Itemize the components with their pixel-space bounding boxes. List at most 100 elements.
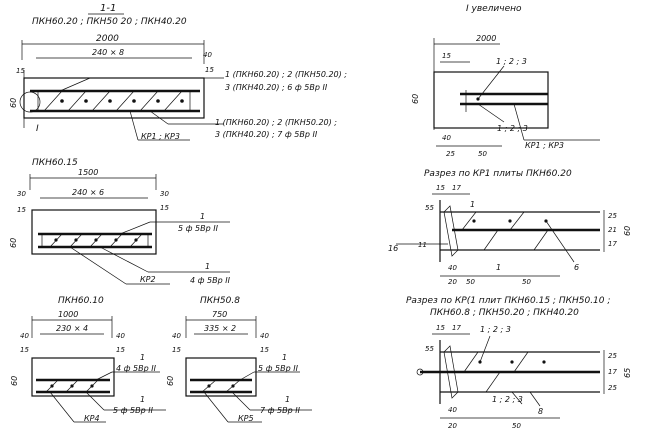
slab-b-title: ПКН60.15	[32, 158, 78, 168]
section-f-20: 20	[448, 278, 457, 286]
slab-b-total: 1500	[78, 168, 98, 177]
detail-60: 60	[411, 94, 420, 104]
detail-circle	[19, 91, 41, 113]
detail-title: I увеличено	[466, 4, 522, 14]
section-g-title-1: Разрез по КР(1 плит ПКН60.15 ; ПКН50.10 …	[406, 296, 610, 306]
slab-d-title: ПКН50.8	[200, 296, 240, 306]
section-g-50: 50	[512, 422, 521, 430]
slab-c-15-right: 15	[116, 346, 125, 354]
dim-total-2000: 2000	[96, 34, 119, 44]
dim-pitch: 240 × 8	[92, 48, 124, 57]
slab-b-30-right: 30	[160, 190, 169, 198]
section-g-17: 17	[452, 324, 461, 332]
slab-c-mark1: 1	[140, 353, 145, 362]
section-f-17: 17	[452, 184, 461, 192]
section-f-55: 55	[425, 204, 434, 212]
slab-d-40-left: 40	[172, 332, 181, 340]
section-f-50a: 50	[466, 278, 475, 286]
slab-c-total: 1000	[58, 310, 78, 319]
slab-c-pitch: 230 × 4	[56, 324, 88, 333]
section-f-15: 15	[436, 184, 445, 192]
section-g-40: 40	[448, 406, 457, 414]
section-subtitle: ПКН60.20 ; ПКН50 20 ; ПКН40.20	[32, 17, 187, 27]
slab-d-spec2: 7 ф 5Вр II	[260, 406, 301, 415]
slab-b-kr2: КР2	[140, 275, 156, 284]
detail-marker-i: I	[36, 124, 39, 134]
section-f-25: 25	[608, 212, 617, 220]
section-f-1-top: 1	[470, 200, 475, 209]
detail-25: 25	[446, 150, 455, 158]
slab-b-60: 60	[9, 238, 18, 248]
slab-pkn50-8: ПКН50.8 750 335 × 2 40 40 15 15 60 1 5 ф…	[166, 296, 312, 423]
section-f-50b: 50	[522, 278, 531, 286]
section-f-16: 16	[388, 244, 398, 253]
slab-d-40-right: 40	[260, 332, 269, 340]
detail-123-top: 1 ; 2 ; 3	[496, 57, 527, 66]
dim-15-right: 15	[205, 66, 214, 74]
section-g-20: 20	[448, 422, 457, 430]
slab-c-kr4: КР4	[84, 414, 100, 423]
section-f-21: 21	[608, 226, 617, 234]
slab-c-40-left: 40	[20, 332, 29, 340]
slab-d-spec1: 5 ф 5Вр II	[258, 364, 299, 373]
section-f-60: 60	[623, 226, 632, 236]
label-top-line2: 3 (ПКН40.20) ; 6 ф 5Вр II	[225, 83, 328, 92]
label-bottom-line1: 1 (ПКН60.20) ; 2 (ПКН50.20) ;	[215, 118, 337, 127]
slab-c-spec2: 5 ф 5Вр II	[113, 406, 154, 415]
section-1-1: 1-1 ПКН60.20 ; ПКН50 20 ; ПКН40.20 2000 …	[9, 3, 347, 141]
slab-c-60: 60	[10, 376, 19, 386]
section-f-11: 11	[418, 241, 427, 249]
section-g-15: 15	[436, 324, 445, 332]
section-f-6: 6	[574, 263, 579, 272]
slab-c-15-left: 15	[20, 346, 29, 354]
section-g-17r: 17	[608, 368, 617, 376]
detail-kr1-kr3: КР1 ; КР3	[525, 141, 564, 150]
slab-b-spec2: 4 ф 5Вр II	[190, 276, 231, 285]
slab-d-mark2: 1	[285, 395, 290, 404]
slab-c-mark2: 1	[140, 395, 145, 404]
slab-d-60: 60	[166, 376, 175, 386]
section-g-25-top: 25	[608, 352, 617, 360]
label-bottom-line2: 3 (ПКН40.20) ; 7 ф 5Вр II	[215, 130, 318, 139]
section-f-1-bottom: 1	[496, 263, 501, 272]
section-kr-other-slabs: Разрез по КР(1 плит ПКН60.15 ; ПКН50.10 …	[406, 296, 632, 430]
section-g-123-bottom: 1 ; 2 ; 3	[492, 395, 523, 404]
detail-2000: 2000	[476, 34, 496, 43]
dim-60: 60	[9, 98, 18, 108]
slab-d-pitch: 335 × 2	[204, 324, 236, 333]
slab-b-15-right: 15	[160, 204, 169, 212]
section-g-65: 65	[623, 368, 632, 378]
dim-15-left: 15	[16, 67, 25, 75]
slab-d-total: 750	[212, 310, 227, 319]
detail-i-enlarged: I увеличено 2000 15 1 ; 2 ; 3 1 ; 2 ; 3 …	[411, 4, 600, 158]
slab-d-kr5: КР5	[238, 414, 254, 423]
slab-pkn60-10: ПКН60.10 1000 230 × 4 40 40 15 15 60 1 4…	[10, 296, 166, 423]
detail-50: 50	[478, 150, 487, 158]
dim-40: 40	[203, 51, 212, 59]
slab-b-pitch: 240 × 6	[72, 188, 104, 197]
slab-c-40-right: 40	[116, 332, 125, 340]
slab-c-title: ПКН60.10	[58, 296, 104, 306]
detail-40: 40	[442, 134, 451, 142]
section-g-25-bottom: 25	[608, 384, 617, 392]
section-g-123-top: 1 ; 2 ; 3	[480, 325, 511, 334]
section-kr1-pkn60-20: Разрез по КР1 плиты ПКН60.20 15 17 55 1 …	[388, 169, 632, 286]
slab-pkn60-15: ПКН60.15 1500 240 × 6 30 30 15 15 60	[9, 158, 231, 285]
section-f-17r: 17	[608, 240, 617, 248]
slab-c-spec1: 4 ф 5Вр II	[116, 364, 157, 373]
detail-123-bottom: 1 ; 2 ; 3	[497, 124, 528, 133]
slab-d-mark1: 1	[282, 353, 287, 362]
slab-b-15-left: 15	[17, 206, 26, 214]
section-g-55: 55	[425, 345, 434, 353]
slab-b-mark2: 1	[205, 262, 210, 271]
detail-15: 15	[442, 52, 451, 60]
section-g-8: 8	[538, 407, 543, 416]
slab-d-15-right: 15	[260, 346, 269, 354]
section-f-title: Разрез по КР1 плиты ПКН60.20	[424, 169, 572, 179]
slab-b-mark1: 1	[200, 212, 205, 221]
label-kr1-kr3: КР1 ; КР3	[141, 132, 180, 141]
slab-b-30-left: 30	[17, 190, 26, 198]
section-f-40: 40	[448, 264, 457, 272]
slab-b-spec1: 5 ф 5Вр II	[178, 224, 219, 233]
